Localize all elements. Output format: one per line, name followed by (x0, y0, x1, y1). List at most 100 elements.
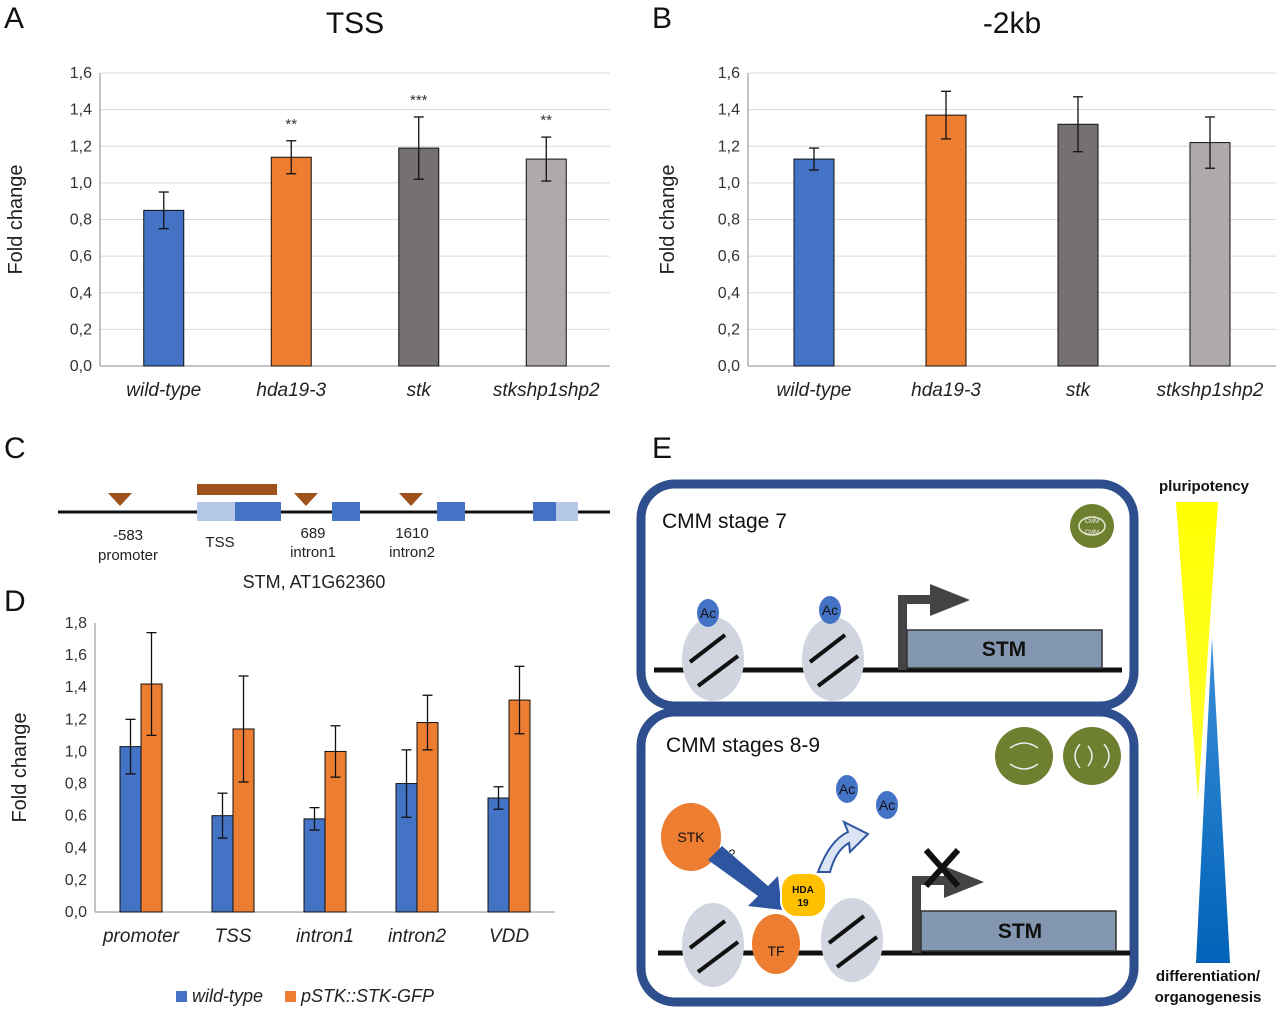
chart-b-ytick: 1,2 (718, 138, 740, 155)
chart-a-ytick: 1,2 (70, 138, 92, 155)
cmm-cell-icon-inner (1078, 516, 1106, 536)
differentiation-label: differentiation/ (1156, 968, 1261, 985)
chart-d-legend-swatch (176, 991, 187, 1002)
cmm-cell-icon-2-inner (1009, 742, 1039, 770)
acetyl-label-1: Ac (700, 605, 716, 621)
chart-b-bar (925, 114, 967, 367)
cmm-cell-icon-2 (995, 727, 1053, 785)
cmm-icon-text-bottom: CMM (1085, 530, 1099, 536)
chart-a-bar (398, 147, 440, 367)
stk-protein (661, 803, 721, 871)
stm-label-1: STM (982, 638, 1026, 661)
stage89-title: CMM stages 8-9 (666, 734, 820, 757)
utr5 (197, 502, 235, 521)
chart-a-significance: ** (540, 112, 552, 129)
chart-a-ytick: 1,4 (70, 102, 92, 119)
chart-a-category-label: hda19-3 (256, 380, 326, 401)
model-diagram: CMM stage 7 CMM CMM Ac Ac STM CMM stages… (636, 478, 1262, 1007)
chart-b-ytick: 0,4 (718, 285, 740, 302)
chart-d-ytick: 1,6 (65, 647, 87, 664)
chart-d-category-label: TSS (215, 926, 252, 947)
acetyl-label-2: Ac (822, 602, 838, 618)
chart-d-legend-label: wild-type (192, 986, 263, 1006)
site-pos-intron1: 689 (300, 525, 325, 542)
chart-a-bar (270, 156, 312, 367)
released-acetyl-label-1: Ac (839, 781, 855, 797)
chart-b-bar (793, 158, 835, 367)
acetyl-mark-1 (697, 599, 719, 627)
chart-b-bar (1189, 142, 1231, 367)
chart-d-ytick: 0,4 (65, 840, 87, 857)
site-marker-intron1 (294, 493, 318, 506)
nucleosome-2 (802, 617, 864, 701)
nucleosome-1-line-a (688, 633, 727, 664)
chart-d-bar (416, 722, 439, 913)
released-acetyl-label-2: Ac (879, 797, 895, 813)
chart-a-significance: ** (285, 116, 297, 133)
gene-name-label: STM, AT1G62360 (243, 572, 386, 592)
tss-flag-pole-2 (912, 880, 921, 953)
chart-d-ytick: 1,4 (65, 679, 87, 696)
nucleosome-2-line-b (816, 654, 860, 688)
exon2 (332, 502, 360, 521)
chart-b-ytick: 0,2 (718, 321, 740, 338)
chart-a-ytick: 0,2 (70, 321, 92, 338)
site-pos-intron2: 1610 (395, 525, 428, 542)
deacetylation-arrow (816, 819, 870, 873)
chart-b-ytick: 0,6 (718, 248, 740, 265)
chart-d-ytick: 0,6 (65, 808, 87, 825)
chart-d-ytick: 0,0 (65, 904, 87, 921)
chart-d-ylabel: Fold change (9, 712, 31, 822)
panel-label-e: E (652, 432, 672, 465)
tss-flag-arm-1 (898, 595, 932, 604)
nucleosome-3-line-b (696, 940, 740, 974)
nucleosome-3-line-a (688, 919, 727, 950)
exon1 (235, 502, 281, 521)
nucleosome-4-line-a (827, 914, 866, 945)
organogenesis-label: organogenesis (1155, 989, 1262, 1006)
tss-flag-pole-1 (898, 598, 907, 670)
exon3 (437, 502, 465, 521)
chart-a-ytick: 1,6 (70, 65, 92, 82)
site-marker-promoter (108, 493, 132, 506)
tss-amplicon-bar (197, 484, 277, 495)
chart-a-significance: *** (410, 92, 428, 109)
chart-d-ytick: 1,0 (65, 743, 87, 760)
chart-d-ytick: 0,2 (65, 872, 87, 889)
hda19-protein (780, 872, 827, 918)
chart-a-category-label: stk (407, 380, 433, 401)
panel-label-c: C (4, 432, 26, 465)
cmm-cell-icon-3-inner (1074, 743, 1110, 769)
hda19-label-2: 19 (797, 898, 809, 909)
tf-protein (752, 914, 800, 974)
chart-b-ytick: 1,0 (718, 175, 740, 192)
chart-a-category-label: stkshp1shp2 (493, 380, 600, 401)
transcription-arrow-1 (930, 584, 970, 616)
cmm-icon-text-top: CMM (1085, 519, 1099, 525)
chart-b-category-label: stkshp1shp2 (1157, 380, 1264, 401)
chart-d-category-label: intron1 (296, 926, 354, 947)
hda19-label-1: HDA (792, 885, 814, 896)
chart-d-bar (303, 818, 326, 913)
tf-label: TF (767, 943, 784, 959)
stm-label-2: STM (998, 920, 1042, 943)
chart-a-ytick: 1,0 (70, 175, 92, 192)
chart-b-ytick: 0,8 (718, 212, 740, 229)
nucleosome-4 (821, 898, 883, 982)
chart-b-ytick: 1,4 (718, 102, 740, 119)
repression-x (923, 848, 961, 888)
chart-d-category-label: promoter (102, 926, 180, 947)
chart-d-category-label: intron2 (388, 926, 447, 947)
chart-b-ylabel: Fold change (657, 164, 679, 274)
chart-b-ytick: 1,6 (718, 65, 740, 82)
site-pos-tss: TSS (205, 534, 234, 551)
pluripotency-label: pluripotency (1159, 478, 1250, 495)
panel-label-a: A (4, 2, 24, 35)
chart-b-category-label: wild-type (777, 380, 852, 401)
site-marker-intron2 (399, 493, 423, 506)
nucleosome-4-line-b (835, 935, 879, 969)
